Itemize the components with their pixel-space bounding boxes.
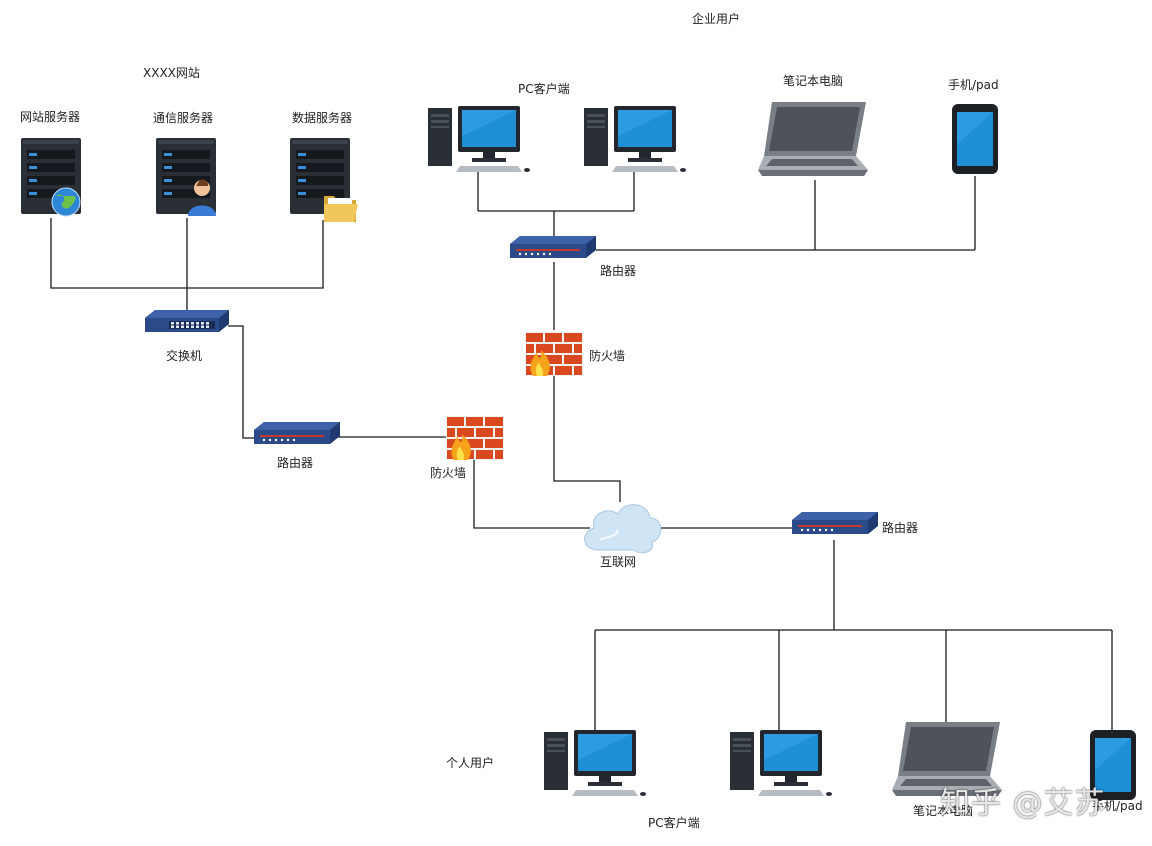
phone-top-label: 手机/pad: [948, 78, 999, 92]
pc-top-2-icon: [584, 106, 686, 172]
switch-icon: [145, 310, 229, 332]
firewall-top-label: 防火墙: [589, 349, 626, 363]
firewall-left-label: 防火墙: [430, 466, 467, 480]
pc-top-1-icon: [428, 106, 530, 172]
web-server-icon: [21, 138, 81, 217]
pc-bottom-2-icon: [730, 730, 832, 796]
website-label: XXXX网站: [143, 66, 200, 80]
router-bottom-icon: [792, 512, 878, 534]
router-bottom-label: 路由器: [882, 521, 919, 535]
phone-top-icon: [952, 104, 998, 174]
pc-client-top-label: PC客户端: [518, 82, 570, 96]
comm-server-label: 通信服务器: [153, 111, 214, 125]
pc-bottom-1-icon: [544, 730, 646, 796]
data-server-label: 数据服务器: [292, 111, 353, 125]
personal-users-label: 个人用户: [446, 756, 495, 770]
laptop-bottom-label: 笔记本电脑: [913, 804, 974, 818]
watermark: 知乎 @艾苏: [940, 786, 1106, 821]
switch-label: 交换机: [166, 349, 203, 363]
laptop-top-label: 笔记本电脑: [783, 74, 844, 88]
router-left-icon: [254, 422, 340, 444]
connection-lines: [50, 170, 1113, 732]
router-left-label: 路由器: [277, 456, 314, 470]
web-server-label: 网站服务器: [20, 110, 81, 124]
router-top-label: 路由器: [600, 264, 637, 278]
phone-bottom-label: 手机/pad: [1092, 799, 1143, 813]
internet-label: 互联网: [600, 555, 637, 569]
firewall-left-icon: [446, 416, 504, 460]
internet-cloud-icon: [584, 504, 662, 554]
pc-client-bottom-label: PC客户端: [648, 816, 700, 830]
enterprise-users-label: 企业用户: [692, 12, 741, 26]
comm-server-icon: [156, 138, 216, 216]
router-top-icon: [510, 236, 596, 258]
data-server-icon: [290, 138, 358, 222]
laptop-top-icon: [758, 102, 868, 176]
firewall-top-icon: [525, 332, 583, 376]
